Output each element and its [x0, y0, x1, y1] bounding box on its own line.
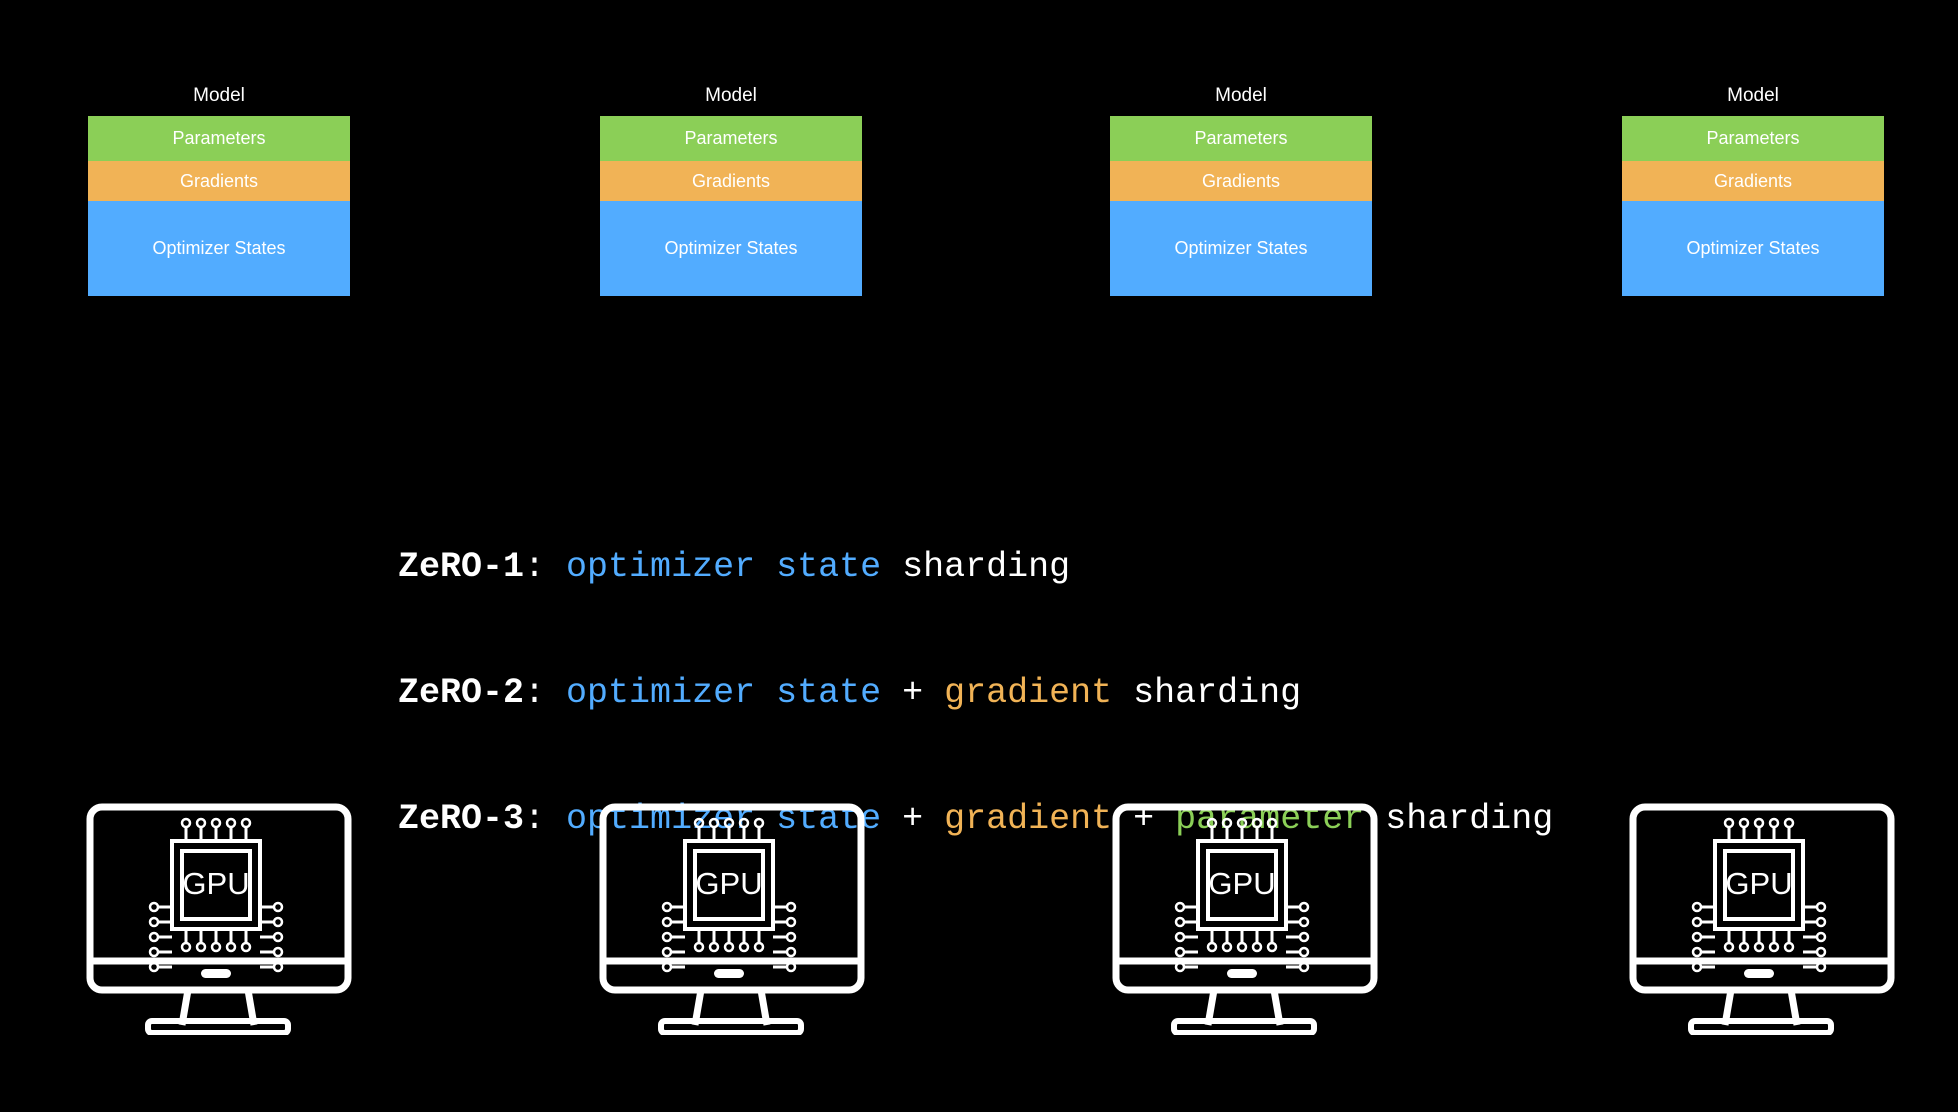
optimizer-states-block: Optimizer States — [1622, 201, 1884, 296]
zero-3-label: ZeRO-3 — [398, 799, 525, 839]
model-title: Model — [1215, 85, 1267, 106]
svg-text:GPU: GPU — [695, 866, 762, 901]
svg-text:GPU: GPU — [1208, 866, 1275, 901]
optimizer-states-block: Optimizer States — [88, 201, 350, 296]
sharding-term: sharding — [881, 547, 1071, 587]
colon: : — [524, 673, 567, 713]
sharding-term: sharding — [1112, 673, 1302, 713]
optimizer-state-term: optimizer state — [566, 547, 882, 587]
gradients-block: Gradients — [1110, 161, 1372, 201]
gradients-block: Gradients — [1622, 161, 1884, 201]
gpu-monitor-4: GPU — [1629, 803, 1897, 1035]
plus-sign: + — [881, 673, 945, 713]
plus-sign: + — [881, 799, 945, 839]
model-title: Model — [705, 85, 757, 106]
sharding-term: sharding — [1364, 799, 1554, 839]
zero-1-line: ZeRO-1: optimizer state sharding — [398, 546, 1553, 588]
gradient-term: gradient — [944, 799, 1113, 839]
model-title: Model — [193, 85, 245, 106]
parameters-block: Parameters — [1110, 116, 1372, 161]
gpu-monitor-icon: GPU — [86, 803, 352, 1035]
colon: : — [524, 799, 567, 839]
parameters-block: Parameters — [1622, 116, 1884, 161]
gpu-monitor-icon: GPU — [1112, 803, 1378, 1035]
optimizer-state-term: optimizer state — [566, 673, 882, 713]
parameters-block: Parameters — [600, 116, 862, 161]
gradients-block: Gradients — [600, 161, 862, 201]
model-stack-2: Model Parameters Gradients Optimizer Sta… — [600, 82, 862, 296]
svg-text:GPU: GPU — [1725, 866, 1792, 901]
zero-2-line: ZeRO-2: optimizer state + gradient shard… — [398, 672, 1553, 714]
gpu-monitor-icon: GPU — [1629, 803, 1895, 1035]
model-stack-3: Model Parameters Gradients Optimizer Sta… — [1110, 82, 1372, 296]
gpu-monitor-2: GPU — [599, 803, 867, 1035]
gpu-monitor-1: GPU — [86, 803, 354, 1035]
optimizer-states-block: Optimizer States — [1110, 201, 1372, 296]
svg-text:GPU: GPU — [182, 866, 249, 901]
colon: : — [524, 547, 567, 587]
gradients-block: Gradients — [88, 161, 350, 201]
gpu-monitor-icon: GPU — [599, 803, 865, 1035]
model-stack-1: Model Parameters Gradients Optimizer Sta… — [88, 82, 350, 296]
gradient-term: gradient — [944, 673, 1113, 713]
zero-2-label: ZeRO-2 — [398, 673, 525, 713]
model-title: Model — [1727, 85, 1779, 106]
parameters-block: Parameters — [88, 116, 350, 161]
model-stack-4: Model Parameters Gradients Optimizer Sta… — [1622, 82, 1884, 296]
gpu-monitor-3: GPU — [1112, 803, 1380, 1035]
zero-1-label: ZeRO-1 — [398, 547, 525, 587]
optimizer-states-block: Optimizer States — [600, 201, 862, 296]
